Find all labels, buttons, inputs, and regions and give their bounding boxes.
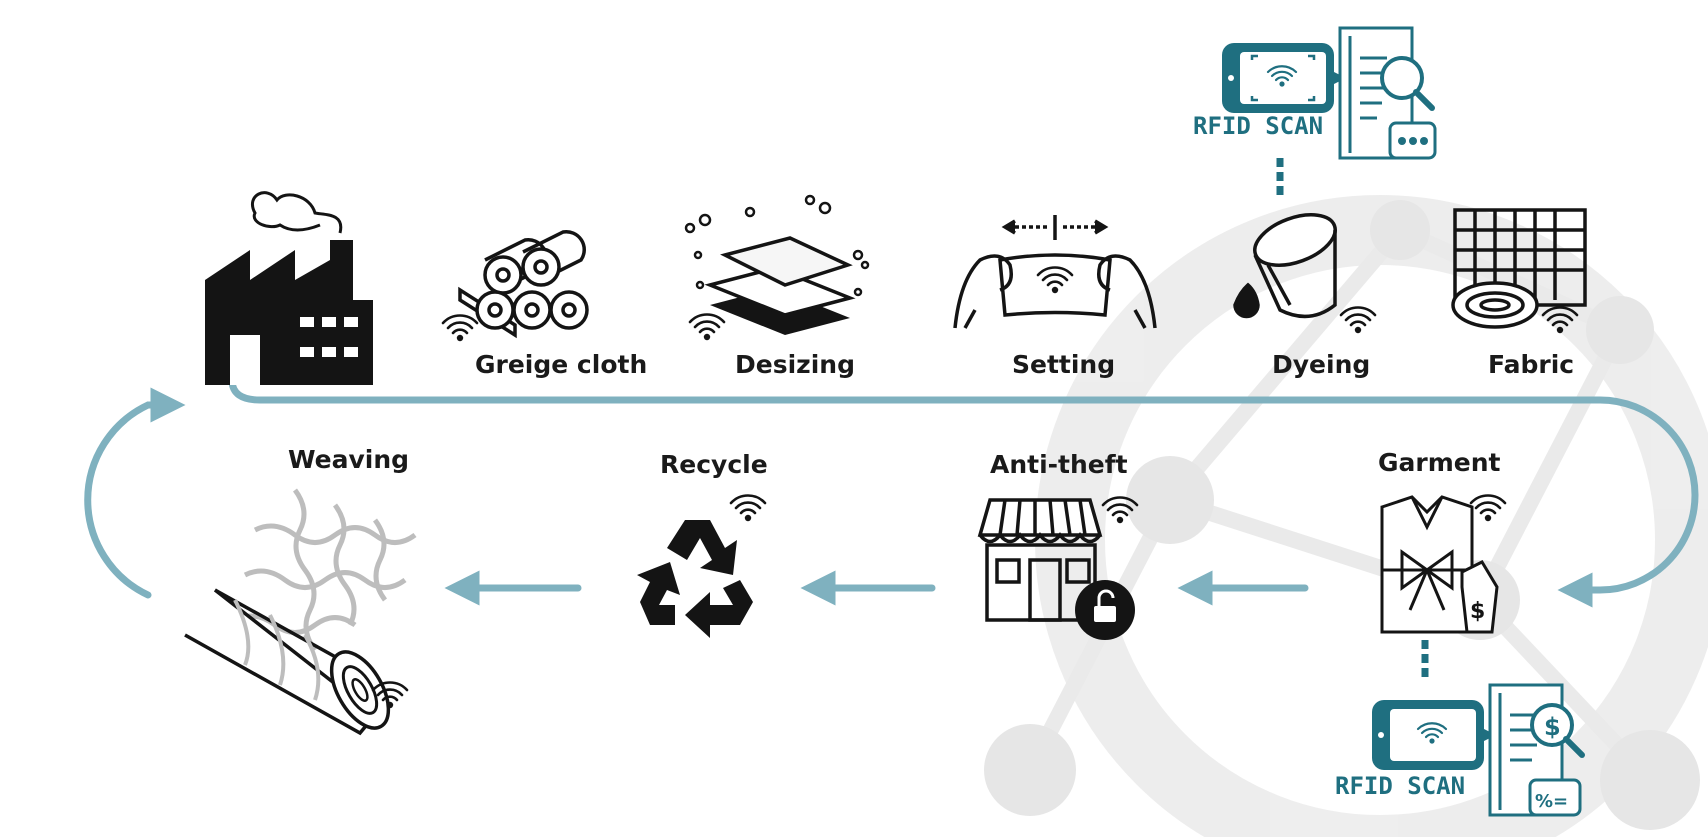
rfid-phone-icon-top: [1222, 26, 1437, 160]
stretch-hands-icon: [953, 215, 1157, 329]
flow-path: [84, 376, 1699, 608]
rfid-phone-icon-bottom: $ %=: [1372, 683, 1585, 817]
wifi-icon-recycle: [729, 494, 767, 523]
rfid-scan-label-top: RFID SCAN: [1193, 112, 1324, 140]
label-anti-theft: Anti-theft: [990, 450, 1128, 479]
label-setting: Setting: [1012, 350, 1116, 379]
fabric-roll-icon: [1451, 208, 1587, 329]
weaving-roll-icon: [184, 488, 417, 736]
desizing-sheets-icon: [684, 194, 870, 335]
svg-text:%=: %=: [1535, 791, 1568, 812]
recycle-icon: [637, 520, 753, 638]
garment-tag-icon: $: [1380, 495, 1499, 634]
wifi-icon-greige: [441, 314, 479, 343]
svg-text:$: $: [1544, 713, 1561, 741]
label-recycle: Recycle: [660, 450, 768, 479]
label-dyeing: Dyeing: [1272, 350, 1371, 379]
wifi-icon-garment: [1469, 494, 1507, 523]
watermark-nodes: [984, 200, 1700, 830]
label-fabric: Fabric: [1488, 350, 1575, 379]
label-desizing: Desizing: [735, 350, 855, 379]
store-lock-icon: [977, 498, 1103, 622]
wifi-icon-desizing: [688, 313, 726, 342]
label-weaving: Weaving: [288, 445, 410, 474]
dye-bucket-icon: [1233, 213, 1337, 319]
svg-text:$: $: [1470, 599, 1485, 624]
factory-icon: [205, 191, 373, 385]
lock-icon: [1075, 580, 1135, 640]
label-greige-cloth: Greige cloth: [475, 350, 648, 379]
label-garment: Garment: [1378, 448, 1501, 477]
wifi-icon-dyeing: [1339, 306, 1377, 335]
rfid-scan-label-bottom: RFID SCAN: [1335, 772, 1466, 800]
fabric-rolls-icon: [458, 229, 589, 339]
